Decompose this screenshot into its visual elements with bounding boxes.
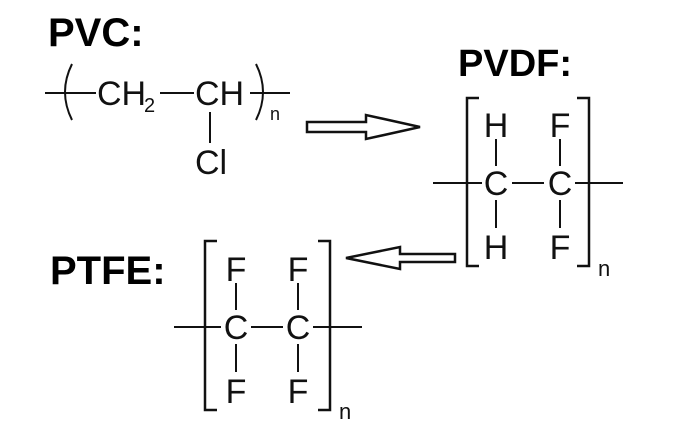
pvc-paren-left — [64, 63, 73, 121]
pvc-structure: CH 2 CH Cl n — [45, 63, 290, 182]
ptfe-bracket-left — [203, 239, 217, 412]
ptfe-f-bottom-left: F — [226, 373, 247, 411]
pvdf-structure: H F C C H F n — [433, 96, 623, 281]
pvdf-repeat-n: n — [598, 256, 610, 281]
pvc-cl: Cl — [195, 144, 227, 182]
label-pvc: PVC: — [48, 11, 144, 55]
ptfe-c-right: C — [286, 309, 311, 347]
ptfe-bracket-right — [318, 239, 332, 412]
ptfe-f-top-left: F — [226, 251, 247, 289]
pvc-ch2: CH — [97, 75, 146, 113]
pvdf-c-left: C — [484, 165, 509, 203]
pvdf-h-top: H — [484, 107, 509, 145]
ptfe-repeat-n: n — [339, 399, 351, 424]
label-pvdf: PVDF: — [458, 43, 572, 85]
pvc-ch2-subscript: 2 — [144, 95, 155, 117]
pvdf-c-right: C — [548, 165, 573, 203]
pvdf-f-bottom: F — [550, 229, 571, 267]
ptfe-f-bottom-right: F — [288, 373, 309, 411]
arrow-pvdf-to-ptfe — [345, 245, 457, 271]
pvdf-h-bottom: H — [484, 229, 509, 267]
pvc-ch: CH — [195, 75, 244, 113]
arrow-pvc-to-pvdf — [305, 113, 421, 141]
pvdf-f-top: F — [550, 107, 571, 145]
label-ptfe: PTFE: — [50, 249, 166, 293]
ptfe-f-top-right: F — [288, 251, 309, 289]
pvc-repeat-n: n — [270, 104, 280, 124]
ptfe-structure: F F C C F F n — [174, 239, 362, 424]
ptfe-c-left: C — [224, 309, 249, 347]
